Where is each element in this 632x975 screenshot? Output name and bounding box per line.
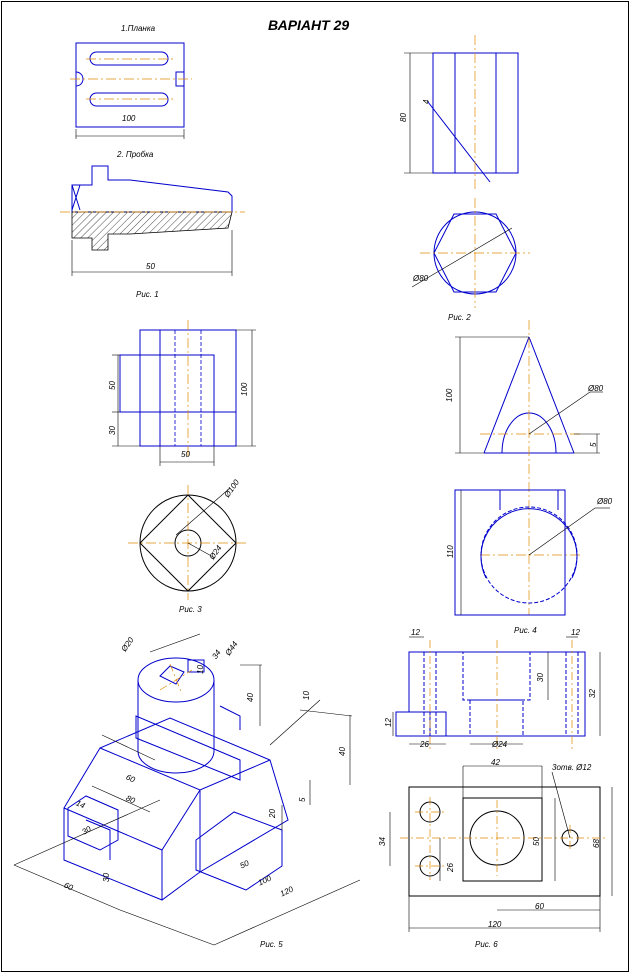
fig4-dims <box>455 336 603 454</box>
variant-title: ВАРІАНТ 29 <box>268 17 350 33</box>
fig2-caption: Рис. 2 <box>448 313 471 322</box>
plug-section-hatch <box>71 211 233 251</box>
fig6-dim-12-right: 12 <box>571 628 580 637</box>
fig4-dim-dia-bottom: Ø80 <box>597 497 613 506</box>
fig6-plan-axes <box>400 797 605 880</box>
fig1-plug <box>71 165 233 213</box>
fig1-part1-label: 1.Планка <box>121 24 156 33</box>
fig5-axes <box>159 663 193 695</box>
fig4-dim-100: 100 <box>445 388 454 402</box>
fig5-dim-10-top: 10 <box>196 665 205 674</box>
fig1-dim-100: 100 <box>122 114 136 123</box>
fig6-dim-26-plan: 26 <box>446 863 455 872</box>
fig3-caption: Рис. 3 <box>179 605 202 614</box>
fig1-plank-dim <box>75 129 185 139</box>
fig6-dim-68: 68 <box>592 839 601 848</box>
fig3-hidden <box>174 330 202 446</box>
fig6-dim-50: 50 <box>532 837 541 846</box>
fig6-plan <box>408 786 601 897</box>
fig2-dim-r: 4 <box>422 99 431 104</box>
fig6-front-dims <box>392 636 601 745</box>
fig6-dim-60: 60 <box>535 902 544 911</box>
fig3-dim-50-bottom: 50 <box>181 450 190 459</box>
fig2-leader <box>411 227 513 288</box>
fig2-dim-80: 80 <box>399 113 408 122</box>
fig1-caption: Рис. 1 <box>136 290 159 299</box>
fig5-caption: Рис. 5 <box>260 940 283 949</box>
fig6-dim-12-left: 12 <box>411 628 420 637</box>
plank-right-notch <box>175 71 184 87</box>
fig5-dim-20: 20 <box>268 809 277 818</box>
fig3-leader-outer <box>175 487 231 536</box>
fig6-front-axes <box>429 640 573 750</box>
fig5-dims <box>13 633 361 946</box>
fig1-plank <box>75 42 185 128</box>
fig2-top-axes <box>420 198 530 308</box>
fig3-dim-30-left: 30 <box>108 426 117 435</box>
fig5-isometric <box>63 657 289 901</box>
fig6-dim-dia-bottom: Ø24 <box>492 740 508 749</box>
fig5-dim-40-left: 40 <box>246 693 255 702</box>
fig3-dims <box>112 329 256 466</box>
fig6-dim-120: 120 <box>488 920 502 929</box>
fig1-dim-50: 50 <box>146 262 155 271</box>
fig2-front <box>427 52 519 183</box>
fig5-dim-40-right: 40 <box>338 747 347 756</box>
fig1-part2-label: 2. Пробка <box>117 150 154 159</box>
fig6-dim-12-side: 12 <box>384 718 393 727</box>
fig6-dim-34: 34 <box>378 837 387 846</box>
fig1-plank-axes <box>70 58 192 100</box>
fig6-dim-30: 30 <box>536 673 545 682</box>
fig3-top-axes <box>128 485 248 600</box>
fig5-dim-5: 5 <box>298 797 307 802</box>
fig4-caption: Рис. 4 <box>514 626 537 635</box>
fig5-dim-10-right: 10 <box>302 691 311 700</box>
fig6-note-holes: 3отв. Ø12 <box>552 763 592 772</box>
fig2-dim-dia: Ø80 <box>413 274 429 283</box>
fig4-bottom <box>454 489 578 616</box>
fig3-dim-100-right: 100 <box>240 382 249 396</box>
fig6-dim-26-bottom: 26 <box>420 740 429 749</box>
fig6-front <box>395 651 586 737</box>
fig3-leader-inner <box>187 542 216 559</box>
fig1-plug-dim <box>71 230 233 276</box>
fig4-axes <box>480 320 582 615</box>
fig6-caption: Рис. 6 <box>475 940 498 949</box>
fig4-dim-dia-top: Ø80 <box>588 384 604 393</box>
fig6-plan-dims <box>389 765 613 932</box>
fig6-dim-42: 42 <box>491 758 500 767</box>
fig3-dim-50-left: 50 <box>108 381 117 390</box>
fig5-dim-30-b: 30 <box>102 873 111 882</box>
fig4-dim-110: 110 <box>446 545 455 558</box>
fig2-dim-80 <box>404 52 433 174</box>
plank-slot-top <box>89 51 169 66</box>
fig4-bottom-dims <box>460 490 610 615</box>
plug-upper-half <box>71 165 233 213</box>
plank-slot-bottom <box>89 92 169 107</box>
fig3-front <box>119 329 237 447</box>
fig4-dim-5: 5 <box>589 442 598 447</box>
fig6-dim-32: 32 <box>588 689 597 698</box>
plank-outline <box>75 42 185 128</box>
